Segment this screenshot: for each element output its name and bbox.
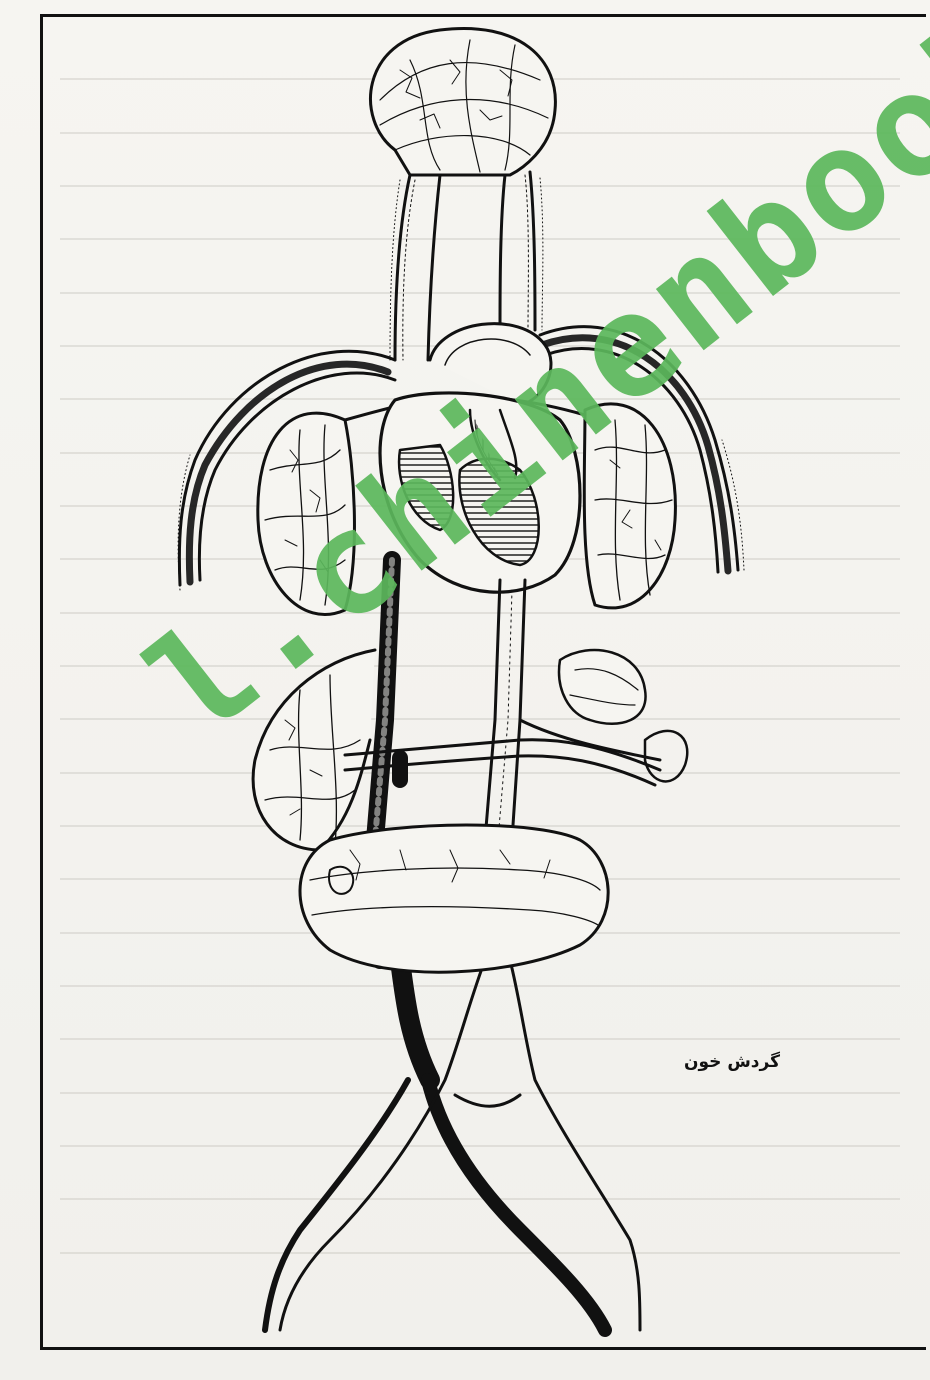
intestine-capillary-bed	[300, 825, 608, 972]
head-capillary-bed	[371, 28, 556, 175]
right-lung	[584, 404, 675, 608]
liver-capillary-bed	[253, 650, 375, 850]
figure-caption: گردش خون	[640, 1052, 780, 1072]
heart	[380, 393, 580, 592]
stomach-capillary-bed	[520, 650, 687, 781]
portal-vessels	[345, 740, 660, 785]
left-lung	[258, 413, 355, 614]
